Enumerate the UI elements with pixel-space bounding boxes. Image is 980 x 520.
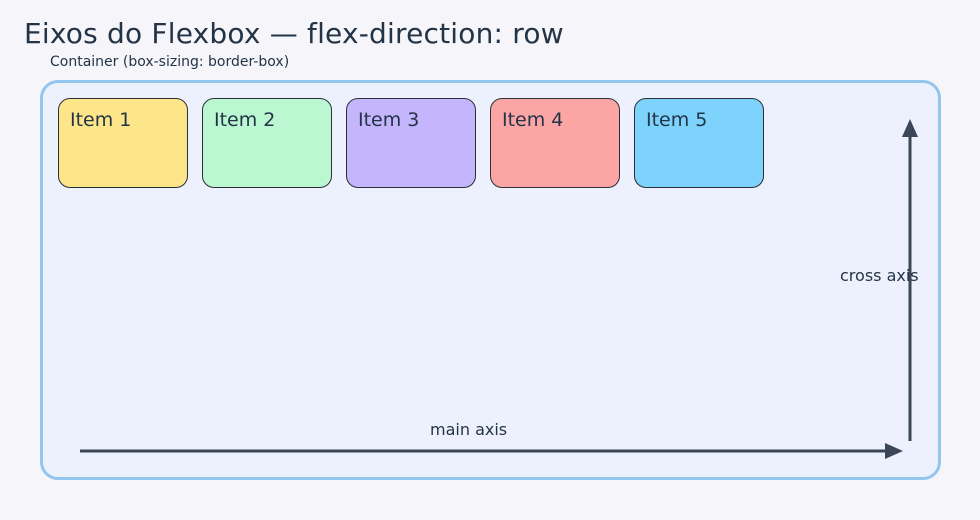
flex-container: Item 1 Item 2 Item 3 Item 4 Item 5 (40, 80, 941, 480)
flex-item-1: Item 1 (58, 98, 188, 188)
diagram-title: Eixos do Flexbox — flex-direction: row (24, 17, 564, 50)
flex-items-row: Item 1 Item 2 Item 3 Item 4 Item 5 (58, 98, 764, 188)
container-caption: Container (box-sizing: border-box) (50, 54, 290, 70)
flex-item-5: Item 5 (634, 98, 764, 188)
flex-item-2: Item 2 (202, 98, 332, 188)
flex-item-4: Item 4 (490, 98, 620, 188)
main-axis-label: main axis (430, 420, 508, 439)
cross-axis-label: cross axis (840, 266, 919, 285)
flex-item-3: Item 3 (346, 98, 476, 188)
